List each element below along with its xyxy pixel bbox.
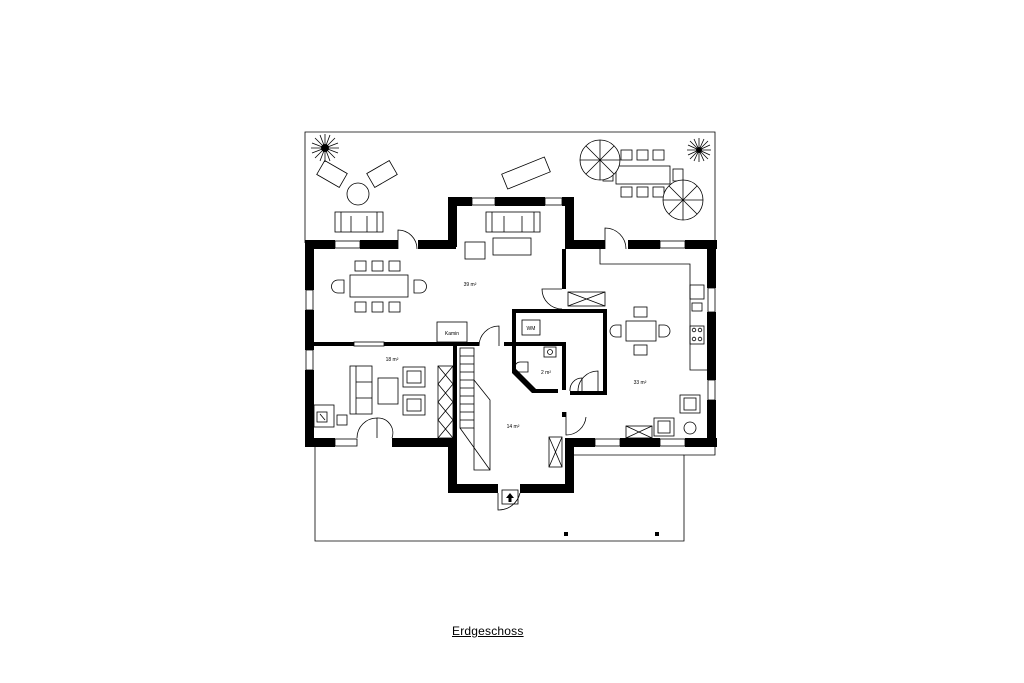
kitchen-area-label: 33 m² bbox=[634, 380, 647, 386]
walls bbox=[305, 197, 717, 493]
kitchen-counters bbox=[599, 249, 707, 371]
lounge-left-room bbox=[349, 365, 426, 416]
fireplace-label: Kamin bbox=[445, 331, 459, 337]
plan-caption: Erdgeschoss bbox=[452, 624, 524, 638]
doors bbox=[356, 227, 627, 511]
lounge-living bbox=[464, 237, 532, 260]
room-labels: 39 m² 18 m² 14 m² 2 m² 33 m² bbox=[386, 282, 647, 430]
terrace-outline bbox=[304, 131, 716, 542]
shelving bbox=[437, 291, 653, 468]
post-marker bbox=[655, 532, 659, 536]
staircase bbox=[459, 347, 491, 471]
hall-area-label: 14 m² bbox=[507, 424, 520, 430]
left-room-area-label: 18 m² bbox=[386, 357, 399, 363]
utility-fixtures: WM bbox=[514, 319, 557, 373]
windows bbox=[305, 197, 716, 447]
plants bbox=[311, 134, 711, 162]
terrace-furniture bbox=[316, 149, 684, 233]
fireplace: Kamin bbox=[436, 321, 468, 343]
dining-table-living bbox=[331, 260, 427, 313]
dining-table-kitchen bbox=[609, 306, 701, 437]
wc-area-label: 2 m² bbox=[541, 370, 551, 376]
living-area-label: 39 m² bbox=[464, 282, 477, 288]
desk bbox=[313, 404, 348, 428]
washer-label: WM bbox=[527, 326, 536, 332]
entrance-arrow bbox=[501, 489, 519, 505]
post-marker bbox=[564, 532, 568, 536]
parasols bbox=[579, 139, 704, 221]
